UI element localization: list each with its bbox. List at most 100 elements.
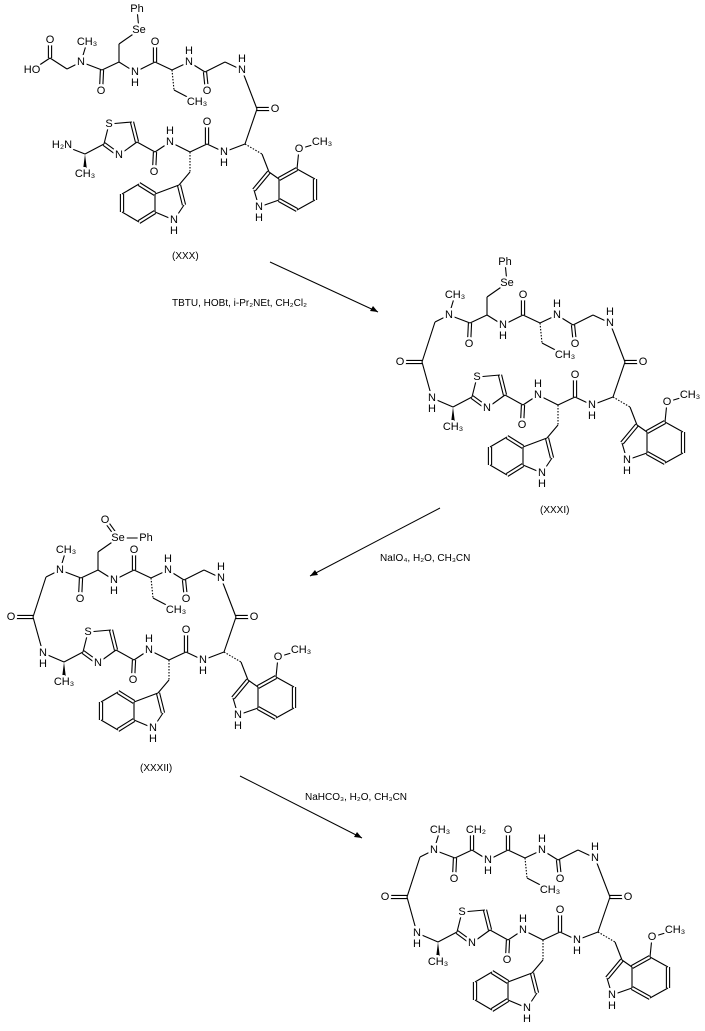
atom-label-ch2: CH₂ [466, 824, 486, 836]
atom-label-o: O [150, 166, 159, 178]
bond [522, 394, 539, 406]
compound-label-xxx: (XXX) [172, 251, 199, 262]
bond [100, 719, 119, 731]
double-bond [254, 172, 271, 192]
double-bond [548, 437, 555, 458]
atom-label-o: O [503, 954, 512, 966]
double-bond [258, 677, 278, 689]
atom-label-n: N [94, 657, 102, 669]
bond [258, 199, 280, 208]
double-bond [185, 579, 189, 599]
atom-label-n: N [238, 64, 246, 76]
atom-label-o: O [519, 289, 528, 301]
bond [206, 143, 225, 153]
double-bond [455, 932, 472, 945]
double-bond [490, 972, 508, 984]
double-bond [134, 660, 137, 681]
bond [118, 141, 138, 156]
double-bond [83, 650, 100, 663]
atom-label-h2n: H₂N [52, 139, 72, 151]
double-bond [206, 71, 210, 91]
compound-xxxi-structure: NCH₃ONHOCH₃NHONHONHONHOSNCH₃NHNHOCH₃ONHP… [393, 254, 702, 493]
bond [486, 282, 508, 298]
hashed-bond [171, 69, 175, 91]
atom-label-o: O [7, 611, 16, 623]
atom-label-h: H [623, 465, 631, 477]
bond [298, 141, 323, 150]
double-bond [544, 438, 551, 459]
bond [574, 396, 593, 406]
hashed-bond [612, 396, 631, 408]
bond [154, 184, 180, 195]
atom-label-o: O [465, 338, 474, 350]
double-bond [81, 652, 98, 665]
bond [237, 707, 259, 716]
atom-label-o: O [663, 396, 672, 408]
bond [504, 394, 524, 406]
atom-label-h: H [39, 658, 47, 670]
atom-label-ch3: CH₃ [187, 96, 207, 108]
bond [612, 361, 626, 398]
atom-label-n: N [234, 709, 242, 721]
atom-label-n: N [523, 1002, 531, 1014]
double-bond [233, 680, 250, 700]
bond [42, 652, 65, 663]
atom-label-h: H [588, 410, 596, 422]
bond [45, 569, 61, 578]
atom-label-se: Se [111, 532, 124, 544]
bond [456, 911, 463, 933]
bond [522, 464, 543, 474]
atom-label-h: H [534, 378, 542, 390]
double-bond [486, 909, 493, 930]
atom-label-o: O [46, 34, 55, 46]
bond [597, 896, 611, 933]
bond [268, 171, 280, 180]
bond [169, 141, 191, 153]
bond [121, 211, 140, 223]
bond [241, 69, 258, 110]
atom-label-n: N [428, 392, 436, 404]
double-bond [256, 708, 276, 720]
double-bond [632, 957, 652, 969]
bond [526, 877, 551, 891]
double-bond [176, 185, 183, 206]
bond [152, 712, 164, 729]
atom-label-n: N [430, 844, 438, 856]
atom-label-n: N [483, 402, 491, 414]
atom-label-n: N [149, 722, 157, 734]
bond [537, 394, 559, 406]
double-bond [130, 659, 133, 680]
bond [133, 692, 159, 703]
bond [157, 679, 170, 694]
bond [154, 61, 173, 71]
double-bond [279, 198, 299, 210]
atom-label-o: O [97, 85, 106, 97]
double-bond [108, 630, 115, 651]
double-bond [118, 720, 136, 732]
bond [253, 189, 260, 208]
atom-label-n: N [534, 389, 542, 401]
bond [507, 849, 526, 859]
atom-label-h: H [220, 157, 228, 169]
double-bond [77, 577, 80, 599]
atom-label-n: N [606, 317, 614, 329]
atom-label-h: H [606, 306, 614, 318]
double-bond [533, 972, 540, 993]
bond [202, 651, 225, 661]
atom-label-ph: Ph [498, 256, 511, 268]
double-bond [139, 182, 157, 194]
double-bond [116, 692, 134, 704]
bond [296, 168, 316, 180]
bond [97, 649, 117, 664]
atom-label-n: N [591, 852, 599, 864]
atom-label-n: N [115, 149, 123, 161]
bond [82, 631, 89, 653]
arrowhead-1 [370, 306, 378, 312]
arrowhead-3 [354, 832, 362, 838]
bond [531, 959, 544, 974]
bond [546, 424, 559, 439]
atom-label-n: N [166, 136, 174, 148]
product-structure: NCH₃ONHOCH₃NHONHONHONHOSNCH₃NHNHOCH₃ONHC… [378, 822, 687, 1028]
double-bond [180, 184, 187, 205]
